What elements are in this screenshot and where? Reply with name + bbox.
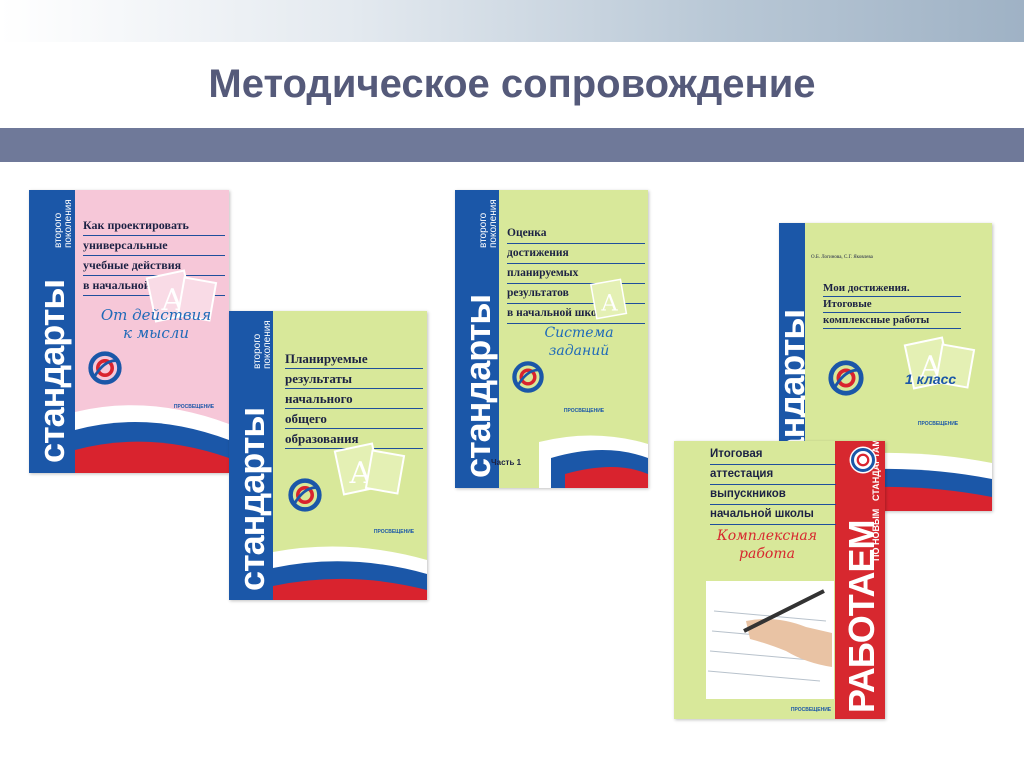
book-title-line: Итоговые <box>823 297 961 313</box>
svg-text:А: А <box>601 290 618 316</box>
book-subtitle-line: к мысли <box>123 324 189 342</box>
book-authors: О.Б. Логинова, С.Г. Яковлева <box>811 255 873 260</box>
book-subtitle: От действия к мысли <box>91 306 221 342</box>
book-cover-5: РАБОТАЕМ ПО НОВЫМ СТАНДАРТАМ Итоговая ат… <box>674 441 885 719</box>
book-title-line: выпускников <box>710 485 836 505</box>
book-cover-3: стандарты второго поколения Оценка дости… <box>455 190 648 488</box>
russian-flag-wave-icon <box>273 546 427 600</box>
book-title-line: универсальные <box>83 236 225 256</box>
book-title-line: учебные действия <box>83 256 225 276</box>
publisher-logo: ПРОСВЕЩЕНИЕ <box>790 707 832 713</box>
book-subtitle-line: Система <box>544 325 614 341</box>
publisher-logo: ПРОСВЕЩЕНИЕ <box>917 421 959 427</box>
series-subtitle: поколения <box>262 320 273 369</box>
book-title-line: аттестация <box>710 465 836 485</box>
book-part-label: Часть 1 <box>491 458 522 467</box>
book-subtitle-line: заданий <box>548 343 610 359</box>
title-underline-bar <box>0 128 1024 162</box>
russian-flag-wave-icon <box>539 435 648 488</box>
book-title-line: начального <box>285 389 423 409</box>
letter-a-cards-icon: А <box>145 269 218 323</box>
page-title: Методическое сопровождение <box>208 62 816 106</box>
grade-label: 1 класс <box>905 371 957 387</box>
hand-writing-pen-icon <box>706 581 834 699</box>
standard-2-logo-icon <box>512 361 544 393</box>
book-subtitle-line: Комплексная <box>716 528 818 544</box>
book-title-line: планируемых <box>507 264 645 284</box>
standard-2-logo-icon <box>288 478 322 512</box>
book-cover-2: стандарты второго поколения Планируемые … <box>229 311 427 600</box>
book-title-line: Оценка <box>507 224 645 244</box>
letter-a-cards-icon: А <box>333 442 406 496</box>
standard-2-logo-icon <box>849 446 877 474</box>
letter-a-cards-icon: А <box>903 336 976 390</box>
book-spine: РАБОТАЕМ ПО НОВЫМ СТАНДАРТАМ <box>835 441 885 719</box>
letter-a-cards-icon: А <box>589 278 628 320</box>
book-subtitle-line: работа <box>739 546 795 562</box>
book-title: Итоговая аттестация выпускников начально… <box>710 445 836 525</box>
book-title-line: Итоговая <box>710 445 836 465</box>
standard-2-logo-icon <box>828 360 864 396</box>
russian-flag-wave-icon <box>75 405 229 473</box>
publisher-logo: ПРОСВЕЩЕНИЕ <box>373 529 415 535</box>
book-title: Мои достижения. Итоговые комплексные раб… <box>823 281 961 329</box>
book-spine: стандарты второго поколения <box>29 190 75 473</box>
book-spine: стандарты второго поколения <box>229 311 273 600</box>
book-cover-1: стандарты второго поколения Как проектир… <box>29 190 229 473</box>
header-gradient <box>0 0 1024 42</box>
book-title-line: в начальной школе <box>507 304 645 324</box>
book-title-line: комплексные работы <box>823 313 961 329</box>
series-subtitle: поколения <box>63 199 74 248</box>
book-subtitle-line: От действия <box>100 306 212 324</box>
book-spine: стандарты второго поколения <box>455 190 499 488</box>
book-title-line: результаты <box>285 369 423 389</box>
publisher-logo: ПРОСВЕЩЕНИЕ <box>563 408 605 414</box>
spine-series-subtitle: ПО НОВЫМ <box>871 508 881 561</box>
book-title: Оценка достижения планируемых результато… <box>507 224 645 324</box>
book-subtitle: Система заданий <box>529 324 629 360</box>
book-title-line: достижения <box>507 244 645 264</box>
publisher-logo: ПРОСВЕЩЕНИЕ <box>173 404 215 410</box>
book-title-line: Мои достижения. <box>823 281 961 297</box>
book-title-line: результатов <box>507 284 645 304</box>
book-title-line: Планируемые <box>285 349 423 369</box>
book-title: Планируемые результаты начального общего… <box>285 349 423 449</box>
standard-2-logo-icon <box>88 351 122 385</box>
book-title-line: общего <box>285 409 423 429</box>
book-title-line: Как проектировать <box>83 216 225 236</box>
book-title-line: начальной школы <box>710 505 836 525</box>
book-subtitle: Комплексная работа <box>702 527 832 563</box>
series-subtitle: поколения <box>488 199 499 248</box>
